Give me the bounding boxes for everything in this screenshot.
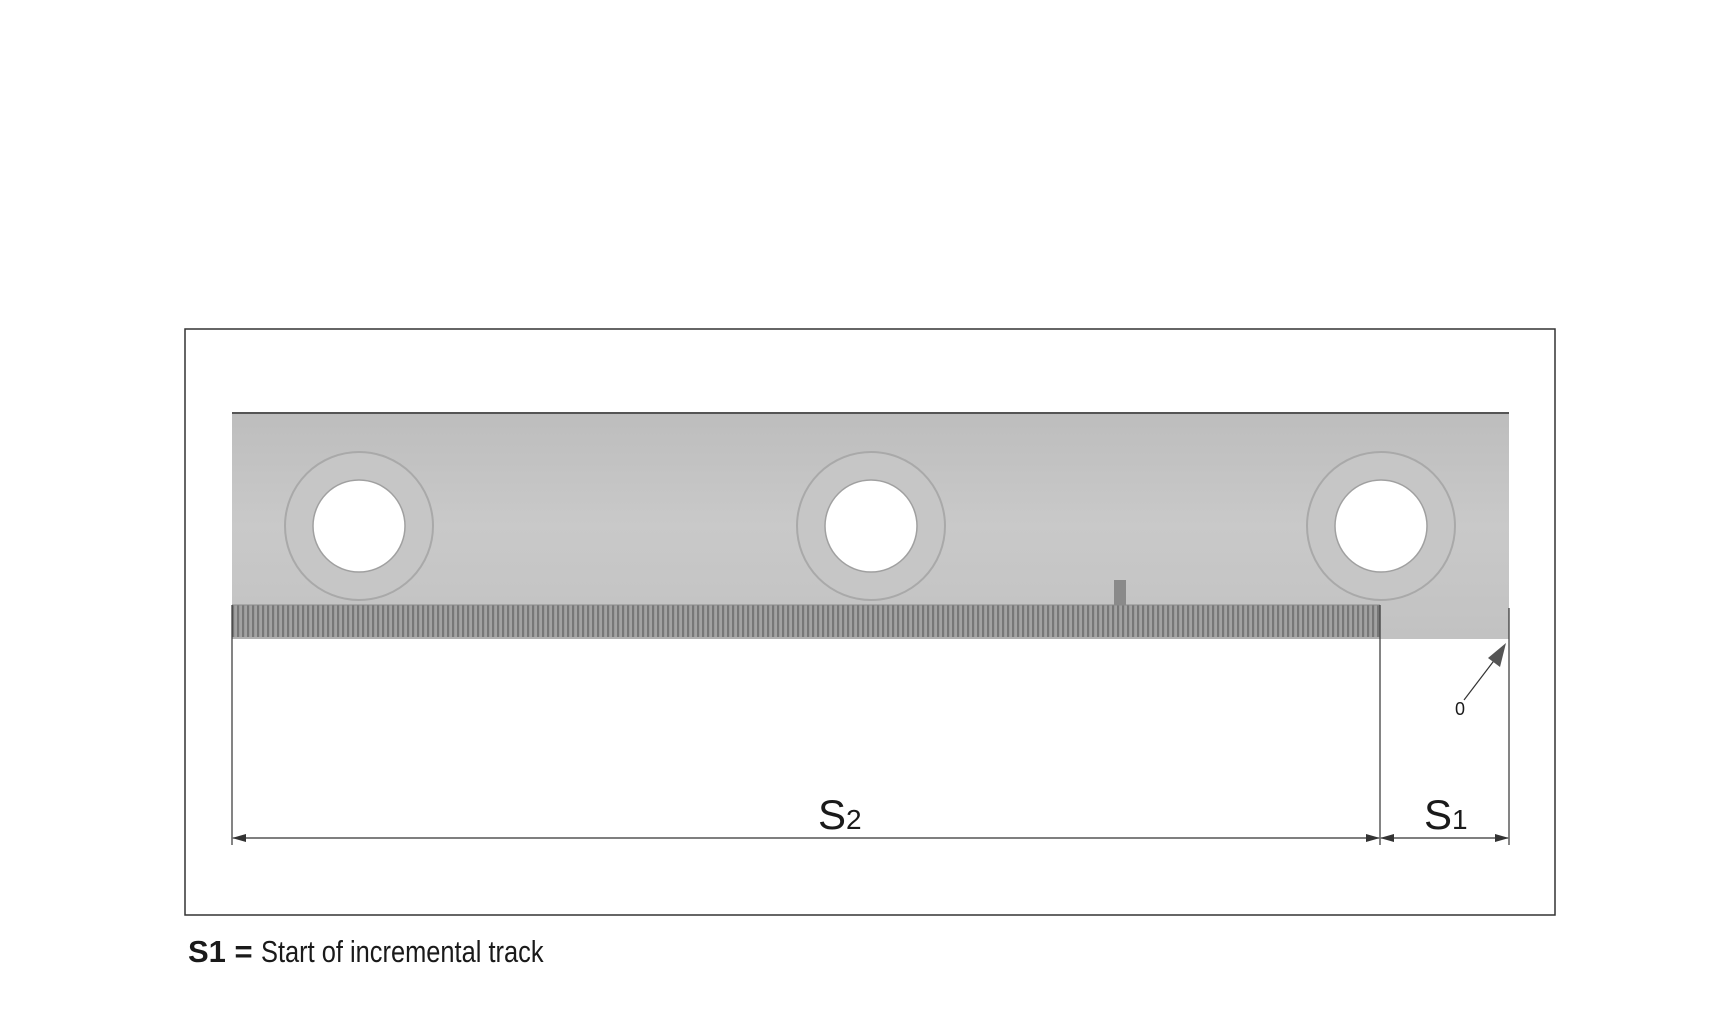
mounting-hole-2: [796, 451, 946, 601]
dimension-label-s2: S2: [818, 791, 862, 838]
dimension-label-s1: S1: [1424, 791, 1468, 838]
drawing-frame: [184, 328, 1556, 916]
caption-key: S1 =: [188, 934, 253, 969]
reference-mark: [1114, 580, 1126, 605]
mounting-hole-3: [1306, 451, 1456, 601]
incremental-track: [232, 605, 1380, 637]
caption-description: Start of incremental track: [261, 934, 544, 969]
zero-point-label: 0: [1455, 699, 1465, 719]
legend-caption: S1 = Start of incremental track: [188, 934, 606, 970]
mounting-hole-1: [284, 451, 434, 601]
zero-point-leader: [1463, 643, 1506, 701]
